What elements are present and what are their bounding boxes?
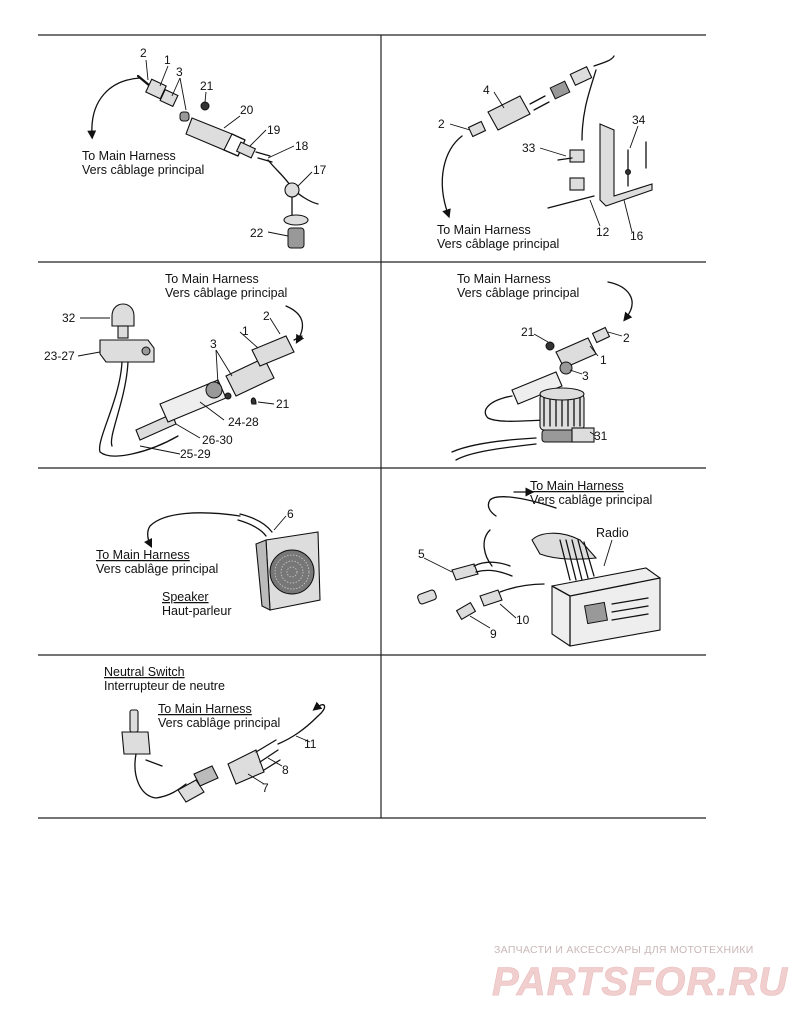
callout: 16 — [630, 229, 644, 243]
caption-en: To Main Harness — [437, 223, 531, 237]
callout: 2 — [623, 331, 630, 345]
callout: 6 — [287, 507, 294, 521]
caption-fr: Vers câblage principal — [165, 286, 287, 300]
callout: 10 — [516, 613, 530, 627]
callout: 7 — [262, 781, 269, 795]
callout: 1 — [242, 324, 249, 338]
caption-fr: Vers câblage principal — [457, 286, 579, 300]
callout: 23-27 — [44, 349, 75, 363]
speaker — [237, 513, 321, 611]
callout: 22 — [250, 226, 264, 240]
callout: 2 — [438, 117, 445, 131]
callout: 1 — [600, 353, 607, 367]
callout: 25-29 — [180, 447, 211, 461]
panel-grid — [38, 34, 706, 819]
panel-6: 5 10 9 To Main Harness Vers cablâge prin… — [417, 479, 661, 647]
callout: 8 — [282, 763, 289, 777]
callout: 20 — [240, 103, 254, 117]
callout: 11 — [304, 737, 317, 751]
connector-assembly — [467, 55, 653, 209]
callout: 2 — [263, 309, 270, 323]
component-label-fr: Haut-parleur — [162, 604, 231, 618]
component-label-fr: Interrupteur de neutre — [104, 679, 225, 693]
callout: 21 — [200, 79, 214, 93]
switch-assembly — [98, 303, 303, 457]
callout: 34 — [632, 113, 646, 127]
callout: 4 — [483, 83, 490, 97]
caption-fr: Vers cablâge principal — [530, 493, 652, 507]
panel-5: 6 To Main Harness Vers cablâge principal… — [96, 507, 321, 618]
caption-fr: Vers câblage principal — [82, 163, 204, 177]
callout: 18 — [295, 139, 309, 153]
callout: 3 — [210, 337, 217, 351]
callout: 19 — [267, 123, 281, 137]
callout: 21 — [521, 325, 535, 339]
connector-assembly — [145, 78, 319, 249]
pump-assembly — [451, 326, 611, 461]
callout: 9 — [490, 627, 497, 641]
panel-7: 11 8 7 Neutral Switch Interrupteur de ne… — [104, 665, 326, 803]
caption-en: To Main Harness — [457, 272, 551, 286]
callout: 24-28 — [228, 415, 259, 429]
harness-arrow — [285, 305, 305, 344]
harness-arrow — [441, 135, 463, 219]
callout: 31 — [594, 429, 608, 443]
callout: 5 — [418, 547, 425, 561]
caption-fr: Vers cablâge principal — [158, 716, 280, 730]
watermark-logo: PARTSFOR.RU — [492, 960, 788, 1004]
watermark-tagline: ЗАПЧАСТИ И АКСЕССУАРЫ ДЛЯ МОТОТЕХНИКИ — [494, 944, 754, 956]
caption-en: To Main Harness — [82, 149, 176, 163]
callout: 17 — [313, 163, 327, 177]
panel-3: 32 23-27 1 2 3 21 24-28 26-30 25-29 To M… — [44, 272, 305, 461]
harness-arrow — [87, 77, 141, 140]
callout: 12 — [596, 225, 610, 239]
caption-fr: Vers câblage principal — [437, 237, 559, 251]
component-label-en: Neutral Switch — [104, 665, 185, 679]
switch-assembly — [121, 709, 319, 803]
callout: 2 — [140, 46, 147, 60]
callout: 21 — [276, 397, 290, 411]
panel-4: 21 2 1 3 31 To Main Harness Vers câblage… — [451, 272, 633, 461]
component-label: Radio — [596, 526, 629, 540]
caption-en: To Main Harness — [530, 479, 624, 493]
component-label-en: Speaker — [162, 590, 209, 604]
callout: 3 — [176, 65, 183, 79]
caption-fr: Vers cablâge principal — [96, 562, 218, 576]
callout: 33 — [522, 141, 536, 155]
harness-arrow — [143, 512, 241, 549]
callout: 26-30 — [202, 433, 233, 447]
callout: 1 — [164, 53, 171, 67]
caption-en: To Main Harness — [165, 272, 259, 286]
caption-en: To Main Harness — [96, 548, 190, 562]
panel-1: 2 1 3 21 20 19 18 17 22 To Main Harness … — [82, 46, 327, 249]
watermark: ЗАПЧАСТИ И АКСЕССУАРЫ ДЛЯ МОТОТЕХНИКИ PA… — [492, 944, 788, 1004]
harness-arrow — [607, 281, 633, 322]
radio-assembly — [417, 529, 661, 647]
callout: 32 — [62, 311, 76, 325]
harness-arrow — [312, 701, 326, 717]
caption-en: To Main Harness — [158, 702, 252, 716]
panel-2: 4 2 33 34 12 16 To Main Harness Vers câb… — [437, 55, 653, 251]
callout: 3 — [582, 369, 589, 383]
